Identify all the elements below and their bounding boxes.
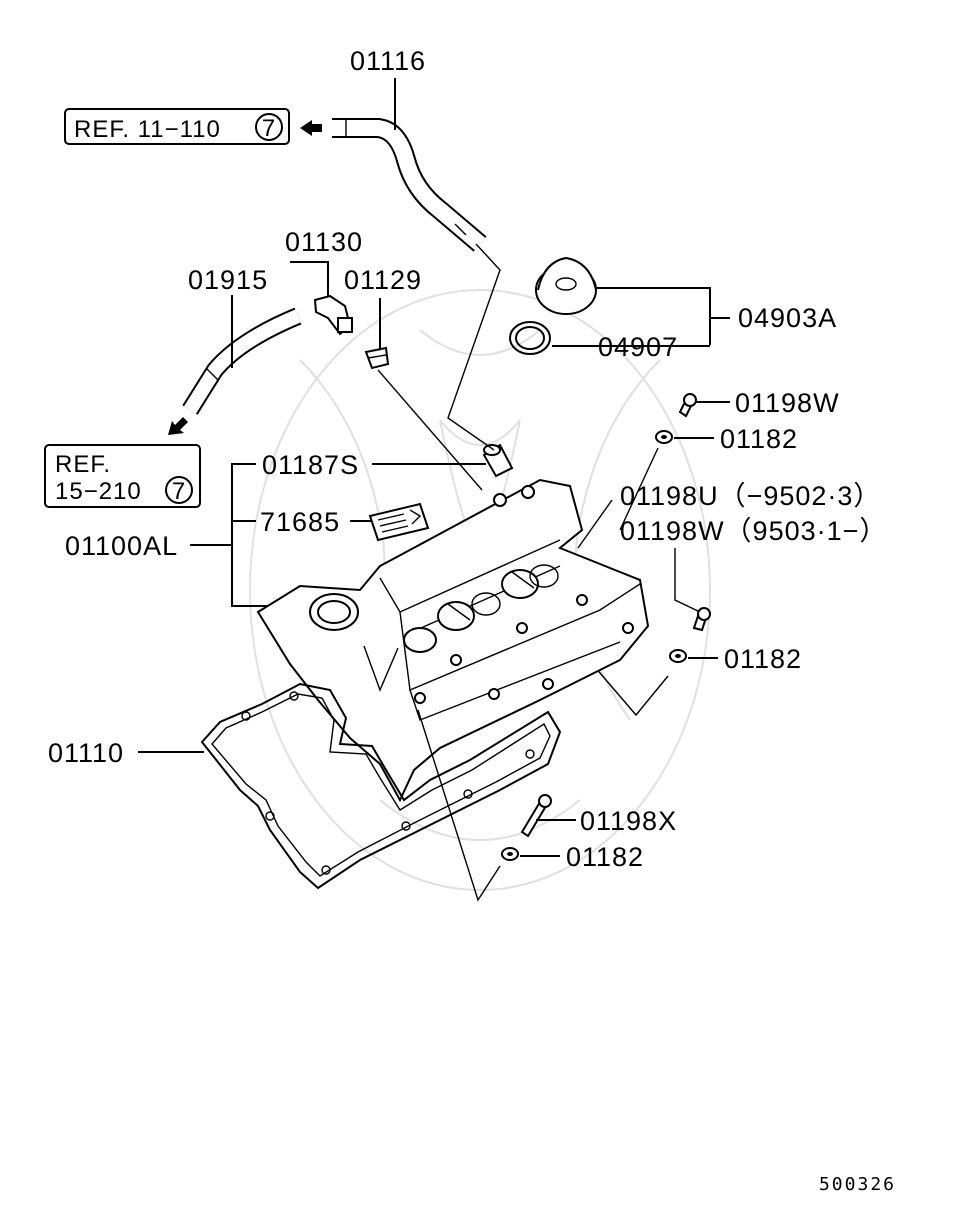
grommet-01129[interactable] [364,346,390,370]
washer-01182-top[interactable] [655,430,673,444]
ref-left-line2: 15−210 [55,478,142,505]
label-04907: 04907 [598,332,678,362]
ref-box-top[interactable]: REF. 11−110 7 [64,108,290,145]
gasket-01110[interactable] [200,682,562,890]
bolt-01198X[interactable] [520,794,552,838]
label-01182-bottom: 01182 [566,842,644,872]
oil-filler-cap-04903A[interactable] [535,256,597,315]
bolt-01198W-right[interactable] [692,607,711,632]
bolt-01198W-top[interactable] [678,393,697,418]
ref-left-line1: REF. [55,451,111,478]
ref-left-circle [165,476,193,504]
ref-box-left[interactable]: REF. 15−210 7 [44,444,201,508]
arrow-down-left-icon [168,417,188,435]
label-01198X: 01198X [580,806,677,836]
label-01915: 01915 [188,265,268,295]
breather-pipe-01187S[interactable] [482,443,514,478]
label-01100AL: 01100AL [65,531,178,561]
arrow-left-icon [300,120,322,136]
ref-top-text: REF. 11−110 [74,116,221,143]
caution-label-71685[interactable] [368,502,430,542]
ref-top-circle-text: 7 [262,115,276,142]
o-ring-04907[interactable] [509,321,551,355]
label-01198W-range: 01198W（9503·1−） [620,516,887,546]
label-01198W-top: 01198W [735,388,840,418]
label-01130: 01130 [285,227,363,257]
label-01110: 01110 [48,738,124,768]
pcv-valve-01130[interactable] [313,294,353,336]
hose-01915[interactable] [182,307,302,415]
footer-code: 500326 [819,1174,896,1195]
washer-01182-bottom[interactable] [501,847,519,861]
label-01182-mid: 01182 [724,644,802,674]
label-01182-top: 01182 [720,424,798,454]
rocker-cover-01100AL[interactable] [256,478,650,803]
label-71685: 71685 [260,507,340,537]
label-01129: 01129 [344,265,422,295]
hose-01116[interactable] [332,118,487,252]
label-01198U: 01198U（−9502·3） [620,481,881,511]
label-01116: 01116 [350,46,426,76]
ref-top-circle [255,113,283,141]
label-01187S: 01187S [262,450,359,480]
washer-01182-mid[interactable] [669,649,687,663]
label-04903A: 04903A [738,303,837,333]
ref-left-circle-text: 7 [172,478,186,505]
